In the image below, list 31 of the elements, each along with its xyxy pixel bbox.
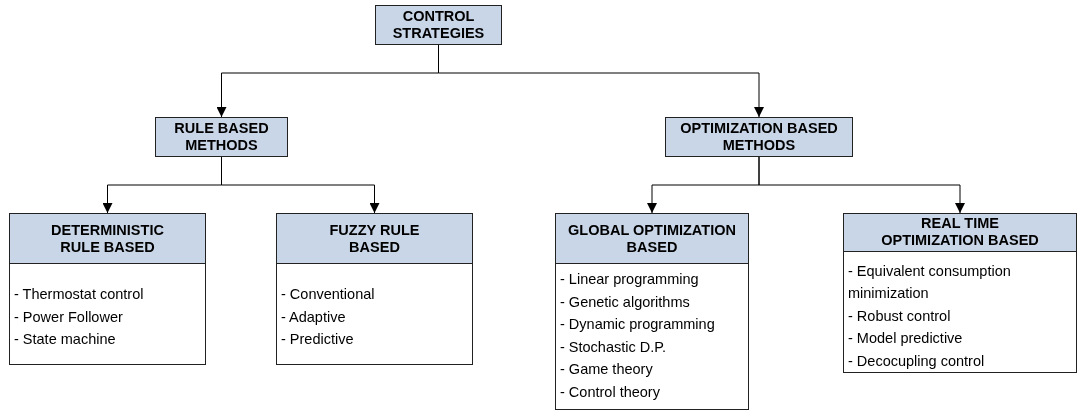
method-heading: REAL TIME OPTIMIZATION BASED — [880, 215, 1040, 250]
method-card — [555, 213, 749, 410]
category-heading: RULE BASED METHODS — [173, 120, 270, 154]
arrow — [758, 156, 965, 214]
list-item: - Dynamic programming — [560, 315, 716, 334]
list-item: - Equivalent consumption minimization — [848, 261, 1012, 303]
category-box — [155, 117, 288, 157]
category-heading: CONTROL STRATEGIES — [391, 8, 486, 42]
list-item: - Control theory — [560, 382, 661, 402]
list-item: - Genetic algorithms — [560, 292, 691, 312]
category-box — [375, 5, 502, 45]
method-card — [843, 213, 1077, 373]
list-item: - Adaptive — [281, 307, 347, 327]
list-item: - Stochastic D.P. — [560, 337, 668, 357]
category-heading: OPTIMIZATION BASED METHODS — [679, 120, 839, 154]
list-item: - Predictive — [281, 330, 355, 349]
category-box — [665, 117, 853, 157]
list-item: - Model predictive — [848, 329, 964, 348]
method-card — [9, 213, 206, 365]
method-heading: FUZZY RULE BASED — [328, 221, 421, 256]
list-item: - Robust control — [848, 306, 952, 326]
method-heading: DETERMINISTIC RULE BASED — [50, 221, 165, 256]
list-item: - Conventional — [281, 285, 376, 304]
list-item: - State machine — [14, 330, 117, 349]
list-item: - Decocupling control — [848, 351, 986, 371]
method-card — [276, 213, 473, 365]
method-heading: GLOBAL OPTIMIZATION BASED — [567, 221, 737, 256]
list-item: - Thermostat control — [14, 285, 145, 304]
list-item: - Power Follower — [14, 307, 124, 327]
list-item: - Game theory — [560, 360, 654, 379]
list-item: - Linear programming — [560, 270, 700, 289]
